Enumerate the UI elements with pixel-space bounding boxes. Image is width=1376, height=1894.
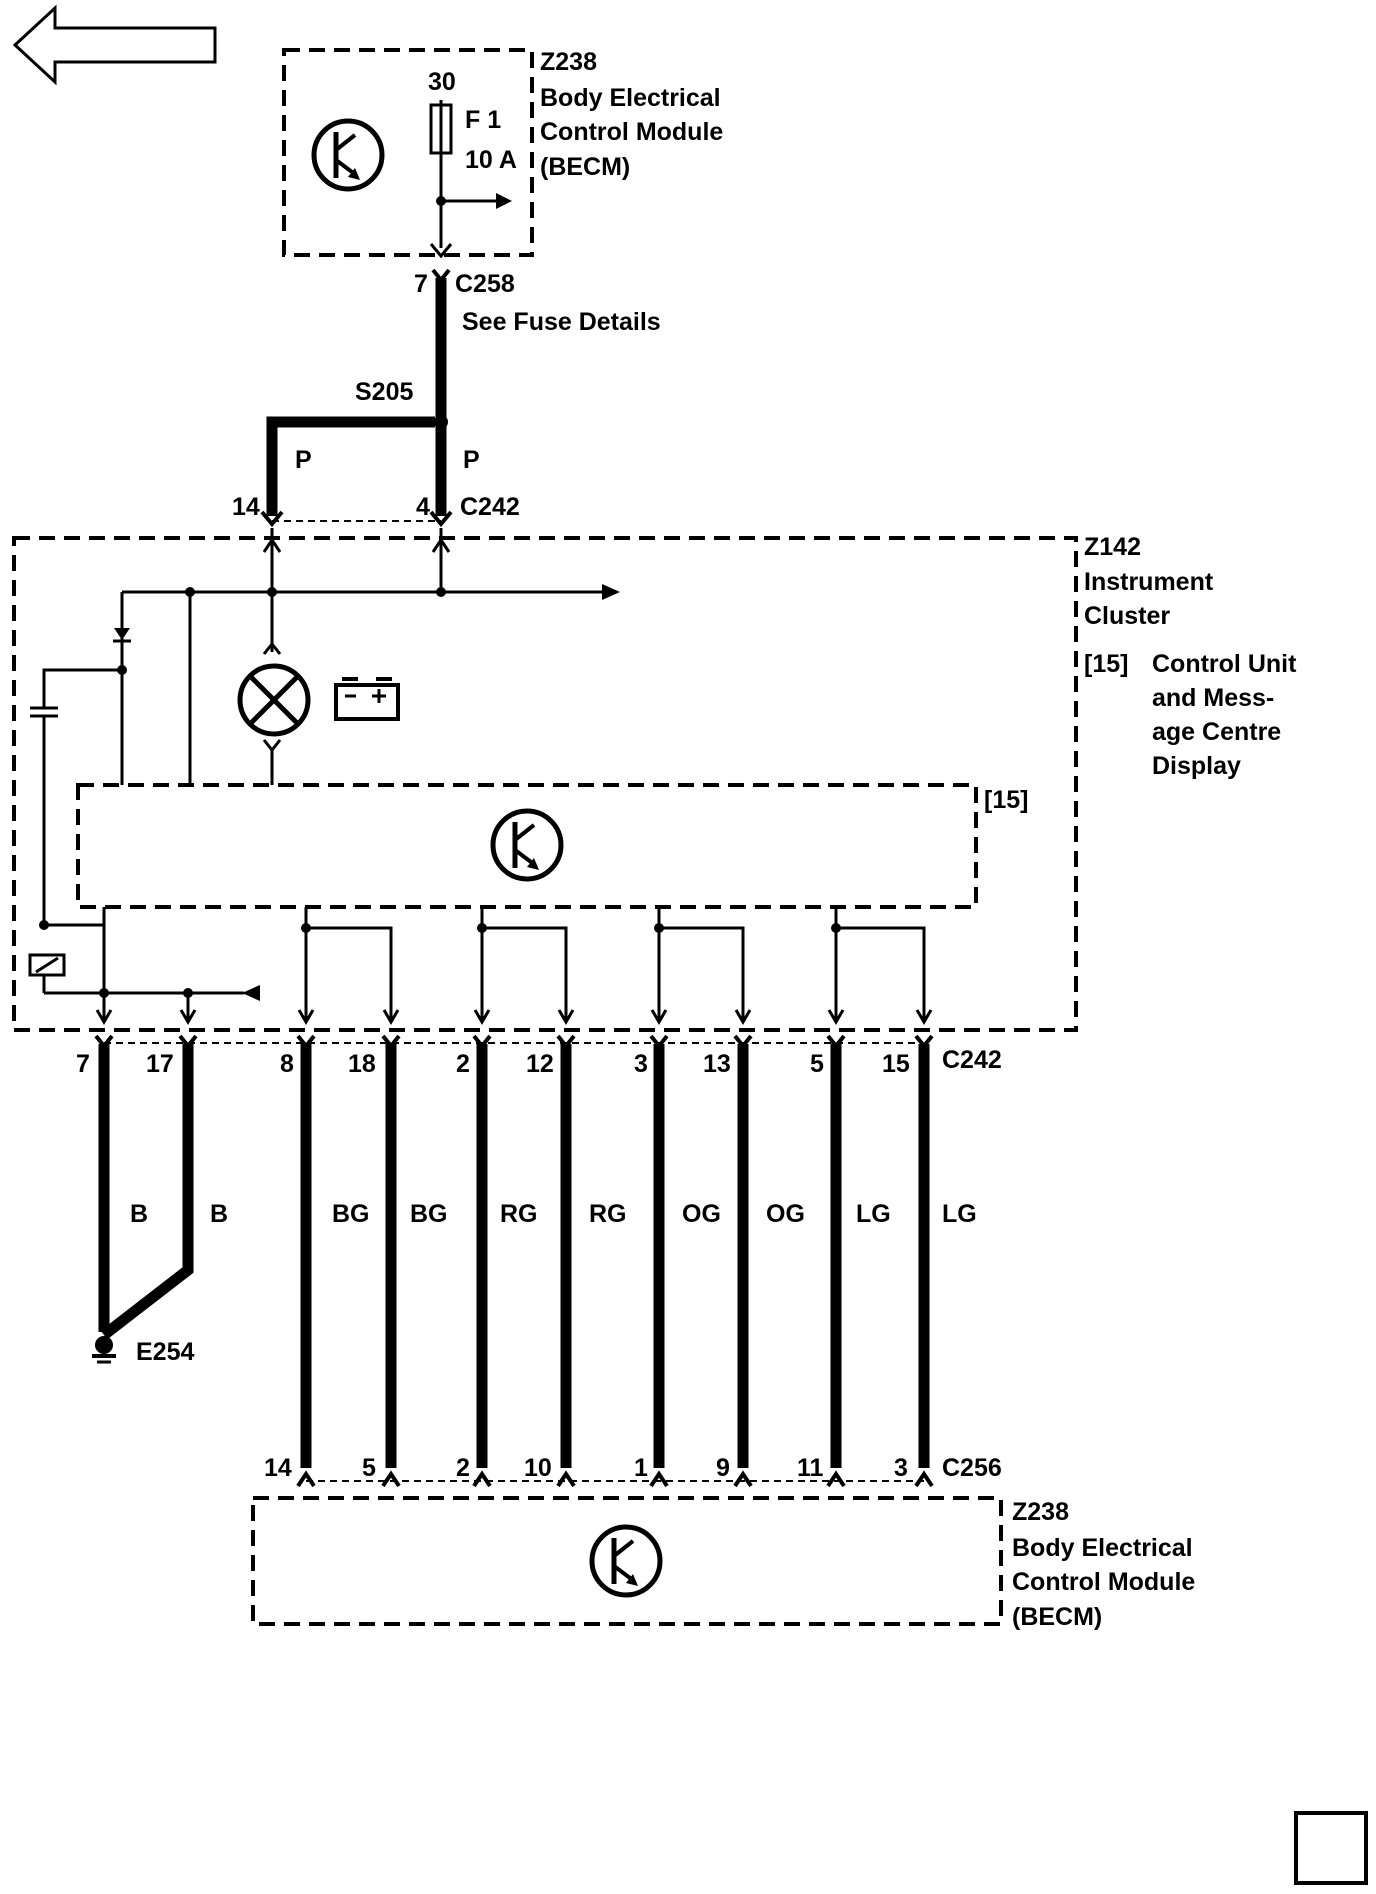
c256-pin-11: 11 [797, 1454, 824, 1482]
ground-signal-arrow-icon [242, 985, 260, 1001]
cluster-name-2: Cluster [1084, 602, 1170, 630]
becm-top-box [282, 48, 534, 257]
c258-pin-7: 7 [414, 270, 428, 298]
fuse-name-label: F 1 [465, 106, 501, 134]
cluster-name-1: Instrument [1084, 568, 1214, 596]
fuse-circuit-label: 30 [428, 68, 456, 96]
relay-icon [28, 953, 66, 977]
becm-top-name-1: Body Electrical [540, 84, 721, 112]
wire-5-color: LG [856, 1200, 891, 1228]
c242-pin-18: 18 [348, 1050, 376, 1078]
control-unit-ref: [15] [984, 786, 1028, 814]
cluster-subdesc-3: age Centre [1152, 718, 1281, 746]
becm-top-name-3: (BECM) [540, 153, 630, 181]
wire-17-color: B [210, 1200, 228, 1228]
becm-top-module-icon [311, 118, 385, 192]
c242-pin-14: 14 [232, 493, 260, 521]
c258-connector-label: C258 [455, 270, 515, 298]
becm-bottom-box [251, 1496, 1003, 1626]
c256-pin-2: 2 [456, 1454, 470, 1482]
c242-pin-13: 13 [703, 1050, 731, 1078]
becm-bottom-module-icon [589, 1524, 663, 1598]
instrument-cluster-box [12, 536, 1078, 1032]
warning-lamp-icon [237, 663, 311, 737]
signal-pair-og [650, 907, 752, 1025]
cluster-subdesc-2: and Mess- [1152, 684, 1274, 712]
cluster-subdesc-1: Control Unit [1152, 650, 1297, 678]
feed-arrow-icon [496, 193, 512, 209]
c242-supply-connector-label: C242 [460, 493, 520, 521]
c242-pin-5: 5 [810, 1050, 824, 1078]
c242-pin-15: 15 [882, 1050, 910, 1078]
wire-2-color: RG [500, 1200, 538, 1228]
c242-pin-3: 3 [634, 1050, 648, 1078]
c256-connector-pins [296, 1470, 934, 1488]
fuse-f1-icon [429, 100, 453, 158]
back-arrow-icon[interactable] [12, 4, 217, 86]
c256-pin-5: 5 [362, 1454, 376, 1482]
c256-connector-label: C256 [942, 1454, 1002, 1482]
control-unit-box [76, 783, 978, 909]
battery-icon [334, 677, 400, 721]
signal-pair-bg [297, 907, 400, 1025]
c242-pin-8: 8 [280, 1050, 294, 1078]
wire-12-color: RG [589, 1200, 627, 1228]
ground-e254-label: E254 [136, 1338, 194, 1366]
c242-pin-4: 4 [416, 493, 430, 521]
becm-bottom-name-2: Control Module [1012, 1568, 1195, 1596]
c256-pin-3: 3 [894, 1454, 908, 1482]
diode-icon [113, 628, 131, 643]
supply-wire-4-color: P [463, 446, 480, 474]
wire-7-b [94, 1034, 114, 1332]
c256-pin-1: 1 [634, 1454, 648, 1482]
c256-pin-10: 10 [524, 1454, 552, 1482]
wire-18-color: BG [410, 1200, 448, 1228]
c242-pin-2: 2 [456, 1050, 470, 1078]
becm-bottom-name-3: (BECM) [1012, 1603, 1102, 1631]
c242-pin-7: 7 [76, 1050, 90, 1078]
c242-pin-17: 17 [146, 1050, 174, 1078]
supply-wire-14-color: P [295, 446, 312, 474]
c242-pin-12: 12 [526, 1050, 554, 1078]
cluster-id: Z142 [1084, 533, 1141, 561]
wire-15-color: LG [942, 1200, 977, 1228]
wire-8-color: BG [332, 1200, 370, 1228]
wire-13-color: OG [766, 1200, 805, 1228]
signal-wires [296, 1034, 934, 1468]
control-unit-module-icon [490, 808, 564, 882]
fuse-rating-label: 10 A [465, 146, 517, 174]
cluster-subdesc-4: Display [1152, 752, 1241, 780]
becm-bottom-id: Z238 [1012, 1498, 1069, 1526]
becm-bottom-name-1: Body Electrical [1012, 1534, 1193, 1562]
cluster-subref: [15] [1084, 650, 1128, 678]
ground-e254-icon [92, 1336, 116, 1364]
becm-top-id: Z238 [540, 48, 597, 76]
capacitor-icon [30, 706, 58, 718]
signal-pair-lg [827, 907, 933, 1025]
wire-7-color: B [130, 1200, 148, 1228]
splice-s205-label: S205 [355, 378, 413, 406]
corner-box [1294, 1811, 1368, 1885]
signal-pair-rg [473, 907, 575, 1025]
wire-3-color: OG [682, 1200, 721, 1228]
c256-pin-9: 9 [716, 1454, 730, 1482]
wire-17-b [100, 1034, 198, 1340]
see-fuse-details-note: See Fuse Details [462, 308, 661, 336]
becm-top-name-2: Control Module [540, 118, 723, 146]
c256-pin-14: 14 [264, 1454, 292, 1482]
cluster-feed-arrow-icon [602, 584, 620, 600]
c242-output-connector-label: C242 [942, 1046, 1002, 1074]
